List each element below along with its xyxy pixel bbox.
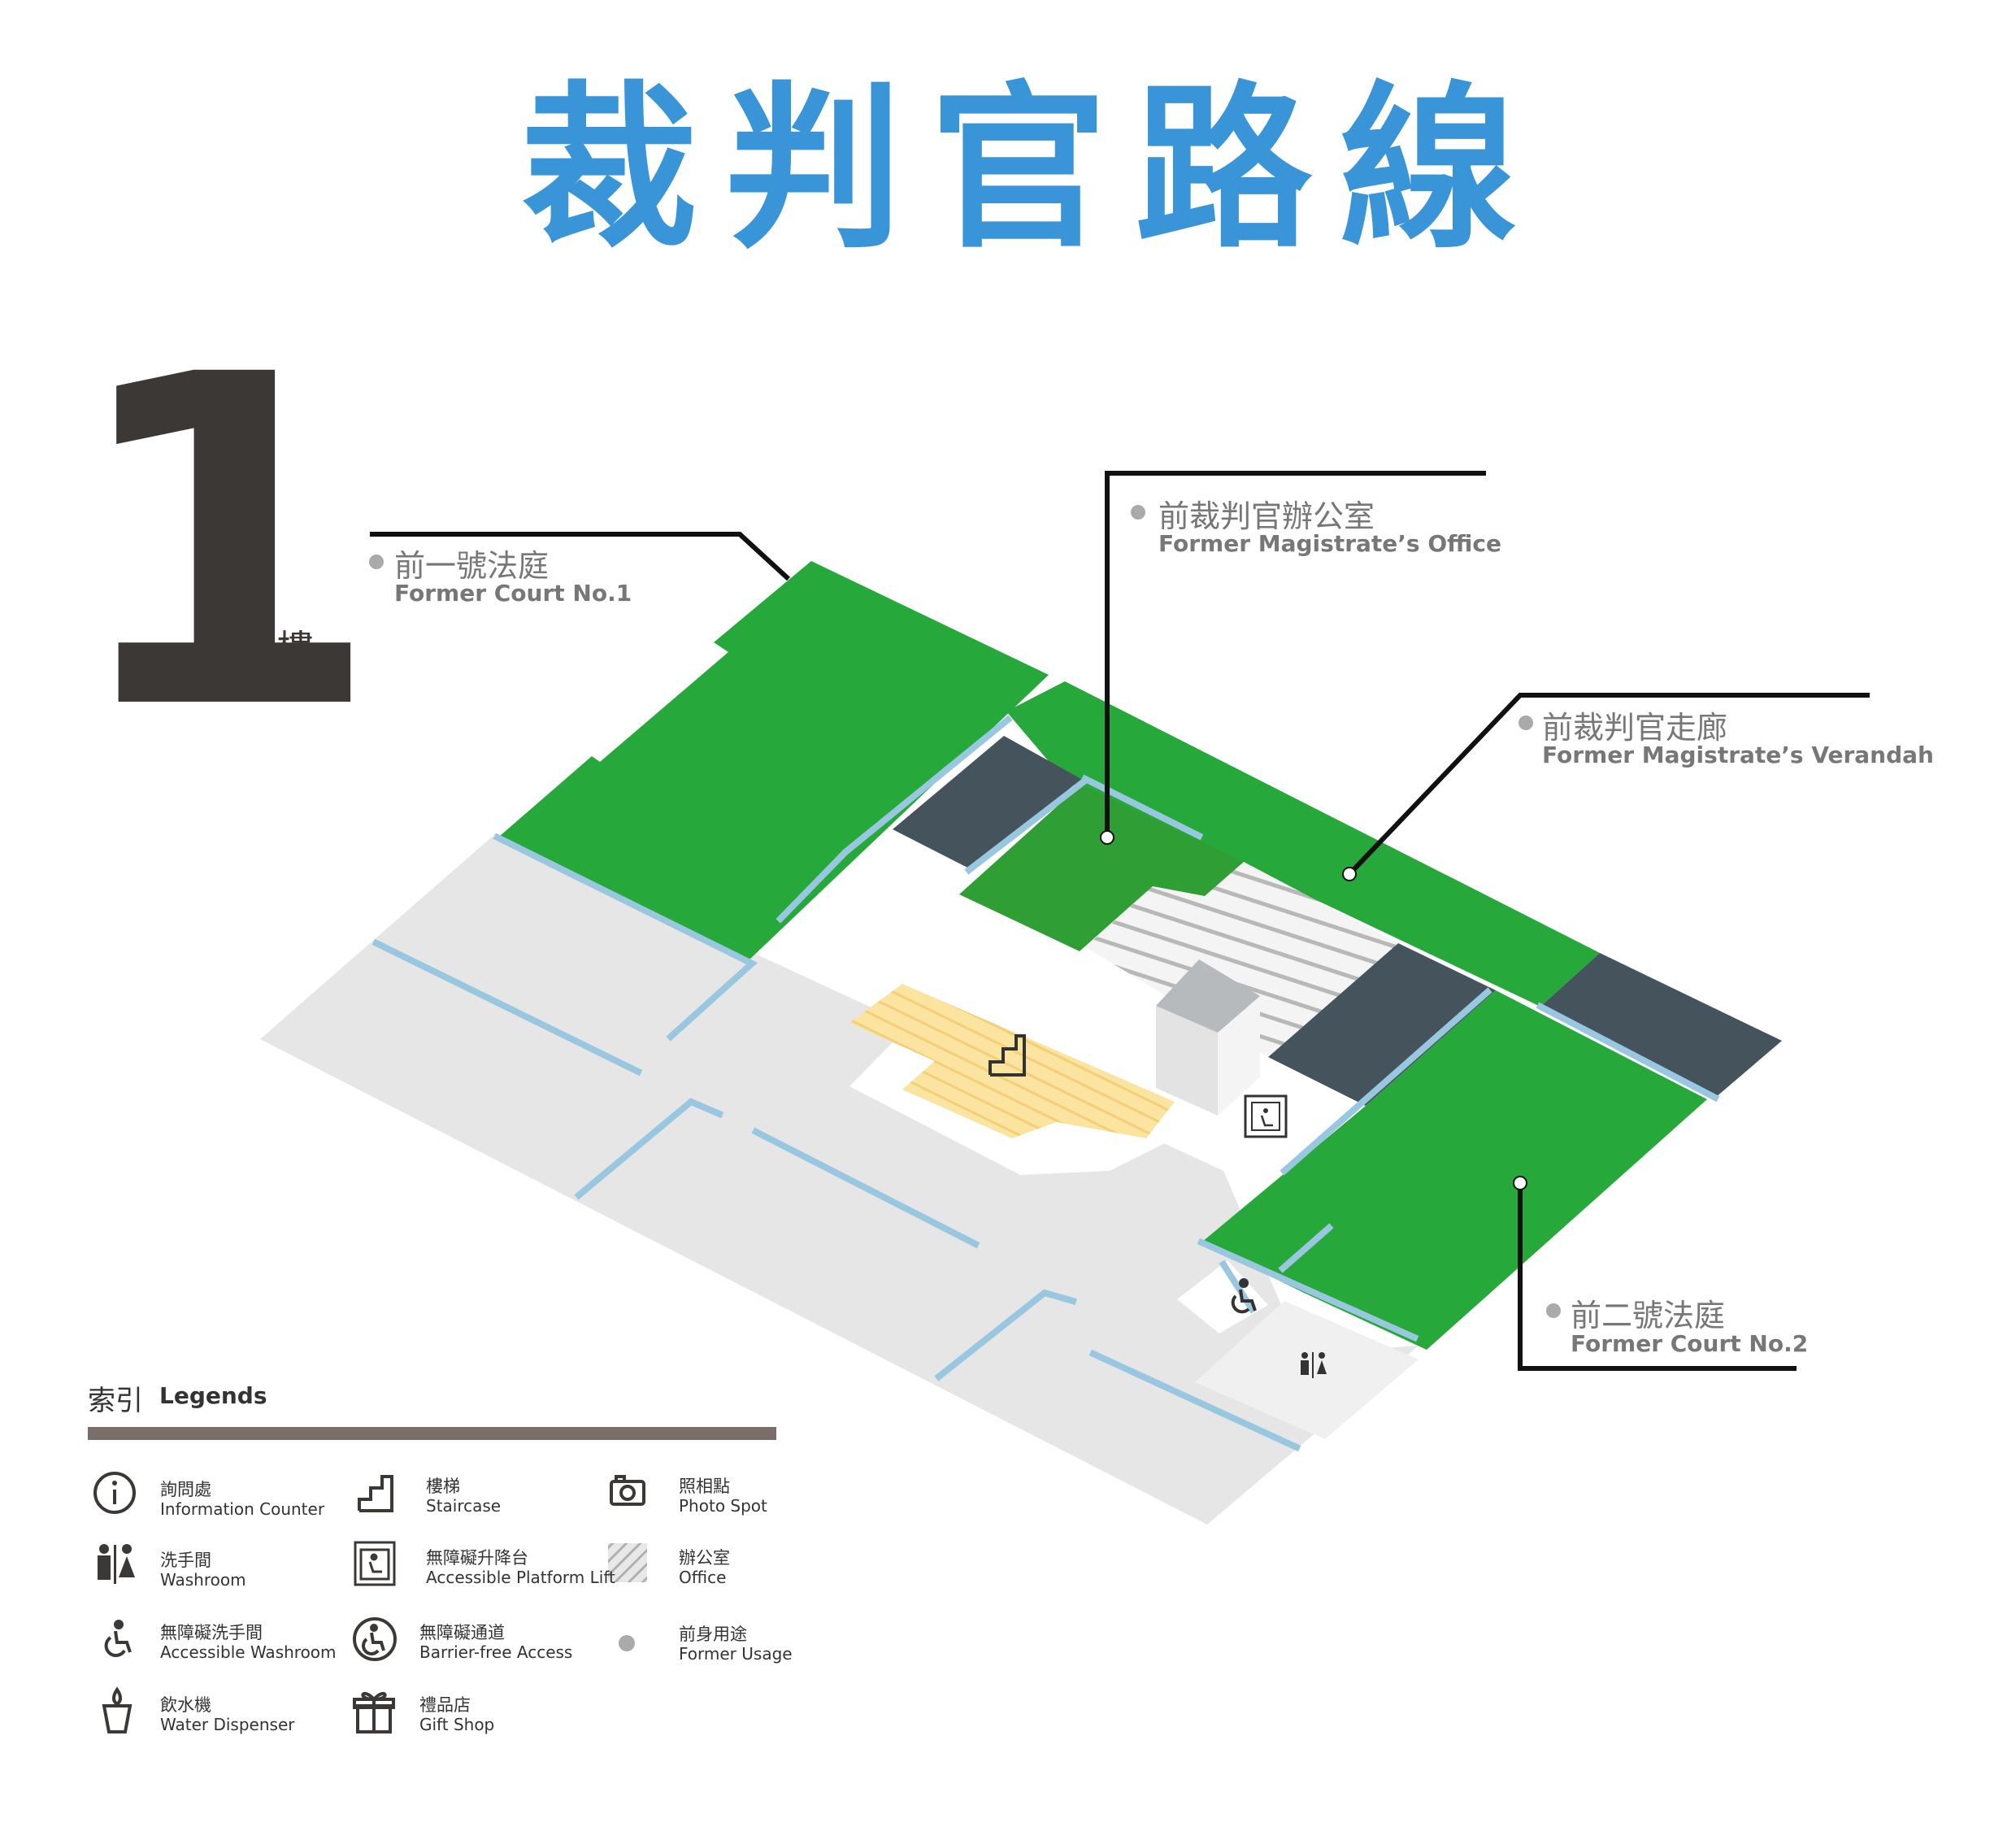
map-platform-lift-icon [1244, 1094, 1288, 1138]
legend-gift-en: Gift Shop [419, 1715, 495, 1734]
camera-icon [610, 1475, 645, 1506]
floor-ordinal-suffix: st [257, 666, 276, 690]
legend-photo-en: Photo Spot [679, 1496, 767, 1516]
staircase-area [849, 984, 1175, 1138]
legend-staircase-zh: 樓梯 [426, 1477, 460, 1496]
dark-block-right [1268, 943, 1496, 1106]
legend-acc-washroom-en: Accessible Washroom [160, 1642, 337, 1662]
floor-label-zh: 一樓 [239, 627, 314, 671]
lift-block-front [1156, 1006, 1218, 1116]
former-usage-dot-icon [619, 1635, 635, 1651]
staircase-icon [358, 1475, 393, 1512]
lift-block-side [1218, 996, 1260, 1116]
former-usage-dots [369, 505, 1561, 1318]
legend-acc-washroom-zh: 無障礙洗手間 [160, 1623, 263, 1642]
legend-title-zh: 索引 [88, 1385, 143, 1417]
court-2-label-zh: 前二號法庭 [1571, 1298, 1726, 1333]
court-1-label-zh: 前一號法庭 [394, 548, 550, 584]
office-label-en: Former Magistrate’s Office [1158, 530, 1501, 557]
office-label-zh: 前裁判官辦公室 [1158, 498, 1375, 534]
legend-lift-zh: 無障礙升降台 [426, 1548, 528, 1568]
page-title: 裁判官路線 [520, 67, 1545, 272]
legend-info-zh: 詢問處 [160, 1480, 211, 1499]
water-dispenser-icon [102, 1686, 133, 1733]
central-corridor [866, 893, 1252, 1112]
former-magistrate-office-area[interactable] [959, 785, 1244, 951]
legend-former-usage-zh: 前身用途 [679, 1625, 747, 1644]
office-hatch-icon [608, 1543, 647, 1582]
map-staircase-icon [988, 1034, 1026, 1077]
legend-former-usage-en: Former Usage [679, 1644, 793, 1664]
washroom-icon [98, 1544, 135, 1584]
verandah-label-zh: 前裁判官走廊 [1542, 710, 1728, 746]
info-icon [93, 1472, 136, 1514]
map-washroom-icon [1301, 1352, 1327, 1378]
floor-word: Floor [275, 669, 348, 707]
legend-gift-zh: 禮品店 [419, 1695, 471, 1715]
legend-staircase-en: Staircase [426, 1496, 502, 1516]
platform-lift-icon [354, 1541, 396, 1586]
office-hatched-area [1085, 862, 1398, 1057]
lift-block-top [1156, 959, 1260, 1033]
legend-water-zh: 飲水機 [160, 1695, 211, 1715]
former-verandah-area[interactable] [1006, 681, 1600, 1007]
legend-washroom-en: Washroom [160, 1570, 246, 1590]
former-court-2-area[interactable] [1201, 990, 1707, 1350]
leader-dots [1100, 830, 1527, 1190]
ground-floor-base [260, 833, 1419, 1525]
floor-label-en: 1stFloor [239, 666, 348, 707]
legend-lift-en: Accessible Platform Lift [426, 1568, 615, 1587]
legend-office-zh: 辦公室 [679, 1548, 730, 1568]
legend-info-en: Information Counter [160, 1499, 325, 1519]
legend-washroom-zh: 洗手間 [160, 1551, 211, 1570]
leader-lines [370, 471, 1870, 1371]
dark-block-left [893, 736, 1081, 870]
accessible-washroom-icon [104, 1620, 132, 1657]
legend-barrier-free-zh: 無障礙通道 [419, 1623, 505, 1642]
interior-walls [371, 715, 1720, 1452]
dark-block-far-right [1540, 953, 1782, 1098]
legend-water-en: Water Dispenser [160, 1715, 295, 1734]
court-1-label-en: Former Court No.1 [394, 580, 632, 607]
legend-barrier-free-en: Barrier-free Access [419, 1642, 573, 1662]
verandah-label-en: Former Magistrate’s Verandah [1542, 742, 1934, 768]
legend-title-en: Legends [159, 1382, 267, 1409]
washroom-area [1177, 1260, 1268, 1333]
floor-ordinal-number: 1 [239, 669, 258, 707]
floor-number: 1 [65, 280, 382, 810]
legend-divider-bar [88, 1427, 776, 1440]
legend-office-en: Office [679, 1568, 727, 1587]
gift-icon [353, 1691, 395, 1733]
barrier-free-icon [353, 1617, 397, 1661]
legend-photo-zh: 照相點 [679, 1477, 730, 1496]
former-court-1-area[interactable] [500, 561, 1049, 961]
court-2-label-en: Former Court No.2 [1571, 1330, 1809, 1357]
map-accessible-washroom-icon [1231, 1278, 1257, 1314]
